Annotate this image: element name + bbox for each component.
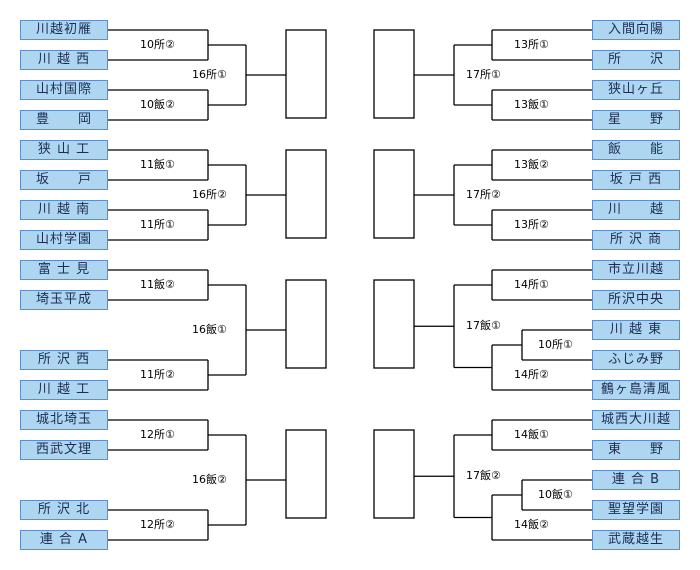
left-team-16: 連 合 A — [20, 530, 108, 550]
right-team-9: 市立川越 — [592, 260, 680, 280]
right-team-2: 所 沢 — [592, 50, 680, 70]
left-final-box-3 — [285, 279, 327, 369]
right-team-14: 城西大川越 — [592, 410, 680, 430]
right-team-6: 坂 戸 西 — [592, 170, 680, 190]
right-final-box-4 — [373, 429, 415, 519]
left-team-6: 坂 戸 — [20, 170, 108, 190]
right-match-label-3: 13飯② — [514, 158, 549, 171]
left-team-7: 川 越 南 — [20, 200, 108, 220]
left-match-label-7: 12所① — [140, 428, 175, 441]
left-match-label-3: 11飯① — [140, 158, 175, 171]
left-block-label-4: 16飯② — [192, 473, 227, 486]
right-team-13: 鶴ヶ島清風 — [592, 380, 680, 400]
right-match-label-9: 10飯① — [538, 488, 573, 501]
right-team-11: 川 越 東 — [592, 320, 680, 340]
right-team-15: 東 野 — [592, 440, 680, 460]
left-match-label-5: 11飯② — [140, 278, 175, 291]
left-match-label-4: 11所① — [140, 218, 175, 231]
right-final-box-1 — [373, 29, 415, 119]
left-team-8: 山村学園 — [20, 230, 108, 250]
left-match-label-6: 11所② — [140, 368, 175, 381]
left-block-label-1: 16所① — [192, 68, 227, 81]
right-match-label-8: 14飯① — [514, 428, 549, 441]
right-team-10: 所沢中央 — [592, 290, 680, 310]
left-match-label-8: 12所② — [140, 518, 175, 531]
right-team-1: 入間向陽 — [592, 20, 680, 40]
left-team-1: 川越初雁 — [20, 20, 108, 40]
right-team-7: 川 越 — [592, 200, 680, 220]
left-team-14: 西武文理 — [20, 440, 108, 460]
left-team-9: 富 士 見 — [20, 260, 108, 280]
left-team-10: 埼玉平成 — [20, 290, 108, 310]
right-match-label-4: 13所② — [514, 218, 549, 231]
right-team-3: 狭山ヶ丘 — [592, 80, 680, 100]
right-team-16: 連 合 B — [592, 470, 680, 490]
left-team-4: 豊 岡 — [20, 110, 108, 130]
left-block-label-2: 16所② — [192, 188, 227, 201]
left-final-box-1 — [285, 29, 327, 119]
left-team-11: 所 沢 西 — [20, 350, 108, 370]
right-match-label-7: 14所② — [514, 368, 549, 381]
right-block-label-4: 17飯② — [466, 469, 501, 483]
right-team-12: ふじみ野 — [592, 350, 680, 370]
right-team-18: 武蔵越生 — [592, 530, 680, 550]
left-team-12: 川 越 工 — [20, 380, 108, 400]
left-final-box-4 — [285, 429, 327, 519]
right-block-label-2: 17所② — [466, 188, 501, 201]
left-final-box-2 — [285, 149, 327, 239]
left-block-label-3: 16飯① — [192, 323, 227, 336]
left-team-5: 狭 山 工 — [20, 140, 108, 160]
left-team-3: 山村国際 — [20, 80, 108, 100]
left-match-label-2: 10飯② — [140, 98, 175, 111]
right-team-5: 飯 能 — [592, 140, 680, 160]
right-final-box-2 — [373, 149, 415, 239]
left-team-13: 城北埼玉 — [20, 410, 108, 430]
right-match-label-6: 10所① — [538, 338, 573, 351]
right-team-4: 星 野 — [592, 110, 680, 130]
right-final-box-3 — [373, 279, 415, 369]
right-match-label-10: 14飯② — [514, 518, 549, 531]
right-team-8: 所 沢 商 — [592, 230, 680, 250]
left-match-label-1: 10所② — [140, 38, 175, 51]
left-team-15: 所 沢 北 — [20, 500, 108, 520]
right-match-label-5: 14所① — [514, 278, 549, 291]
right-block-label-3: 17飯① — [466, 319, 501, 333]
right-match-label-2: 13飯① — [514, 98, 549, 111]
right-team-17: 聖望学園 — [592, 500, 680, 520]
left-team-2: 川 越 西 — [20, 50, 108, 70]
right-match-label-1: 13所① — [514, 38, 549, 51]
right-block-label-1: 17所① — [466, 68, 501, 81]
